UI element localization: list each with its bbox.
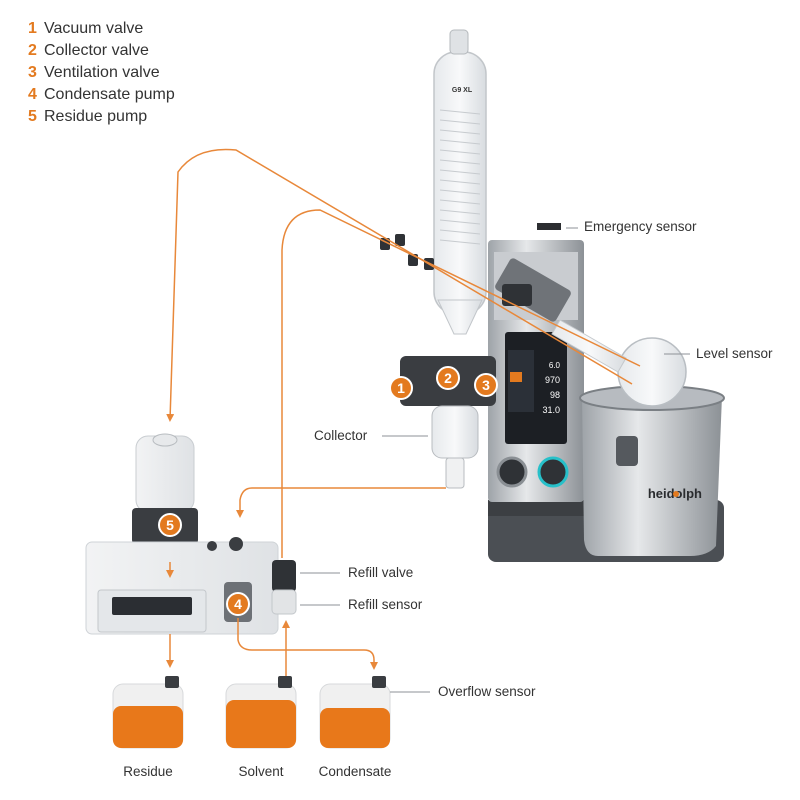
label-refill-sensor: Refill sensor	[348, 597, 423, 612]
residue-pump-head	[135, 435, 195, 513]
emergency-sensor	[537, 223, 561, 230]
badge-number: 5	[166, 517, 174, 533]
solvent-container	[225, 676, 297, 749]
pump-display	[112, 597, 192, 615]
badge-number: 2	[444, 370, 452, 386]
badge-5: 5	[158, 513, 182, 537]
badge-4: 4	[226, 592, 250, 616]
callout-leaders	[300, 227, 690, 693]
badge-number: 4	[234, 596, 242, 612]
badge-2: 2	[436, 366, 460, 390]
condenser-top-cap	[449, 29, 469, 55]
label-solvent: Solvent	[238, 764, 284, 779]
display-value: 31.0	[542, 405, 560, 415]
condenser-coil-windings	[439, 109, 481, 245]
label-level-sensor: Level sensor	[696, 346, 773, 361]
condenser-label: G9 XL	[452, 87, 473, 94]
badge-3: 3	[474, 373, 498, 397]
control-knob-right[interactable]	[537, 456, 569, 488]
label-collector: Collector	[314, 428, 368, 443]
display-value: 98	[550, 390, 560, 400]
legend-number: 4	[28, 86, 37, 103]
label-residue: Residue	[123, 764, 173, 779]
legend-label: Condensate pump	[44, 86, 175, 103]
legend-number: 3	[28, 64, 37, 81]
bath-handle	[616, 436, 638, 466]
heating-bath	[582, 396, 722, 556]
flow-line-flask-to-refill	[281, 209, 641, 558]
legend-label: Vacuum valve	[44, 20, 144, 37]
badge-number: 1	[397, 380, 405, 396]
collector-flask	[431, 405, 479, 459]
badge-number: 3	[482, 377, 490, 393]
module-knob[interactable]	[229, 537, 243, 551]
legend-item-vacuum-valve: 1 Vacuum valve	[28, 18, 175, 40]
display-highlight	[510, 372, 522, 382]
pump-top	[152, 433, 178, 447]
legend-item-residue-pump: 5 Residue pump	[28, 106, 175, 128]
display-value: 970	[545, 375, 560, 385]
control-knob-left[interactable]	[496, 456, 528, 488]
module-knob-small[interactable]	[207, 541, 217, 551]
label-overflow-sensor: Overflow sensor	[438, 684, 536, 699]
label-emergency-sensor: Emergency sensor	[584, 219, 697, 234]
refill-sensor	[271, 589, 297, 615]
label-refill-valve: Refill valve	[348, 565, 414, 580]
condenser-lower-cone	[437, 299, 483, 335]
refill-valve	[272, 560, 296, 592]
legend-number: 1	[28, 20, 37, 37]
legend-number: 2	[28, 42, 37, 59]
flask-neck	[551, 319, 627, 373]
evaporation-flask	[617, 337, 687, 407]
legend-label: Collector valve	[44, 42, 149, 59]
collector-outlet	[445, 457, 465, 489]
legend-number: 5	[28, 108, 37, 125]
legend-item-collector-valve: 2 Collector valve	[28, 40, 175, 62]
legend: 1 Vacuum valve 2 Collector valve 3 Venti…	[28, 18, 175, 128]
legend-item-ventilation-valve: 3 Ventilation valve	[28, 62, 175, 84]
flow-line-collector-to-module	[236, 487, 446, 518]
brand-mark	[673, 491, 679, 497]
display-value: 6.0	[549, 361, 561, 370]
rotation-drive	[495, 258, 571, 322]
badge-1: 1	[389, 376, 413, 400]
flow-line-flask-to-residue-pump	[166, 148, 633, 422]
residue-container	[112, 676, 184, 749]
label-condensate: Condensate	[318, 764, 392, 779]
condensate-container	[319, 676, 391, 749]
hose-connectors	[380, 234, 434, 270]
legend-label: Residue pump	[44, 108, 148, 125]
condenser-clamp	[502, 284, 532, 306]
legend-item-condensate-pump: 4 Condensate pump	[28, 84, 175, 106]
evaporator-base-top	[488, 500, 588, 516]
flow-line-to-condensate	[237, 618, 378, 670]
legend-label: Ventilation valve	[44, 64, 160, 81]
flow-lines	[166, 148, 641, 676]
